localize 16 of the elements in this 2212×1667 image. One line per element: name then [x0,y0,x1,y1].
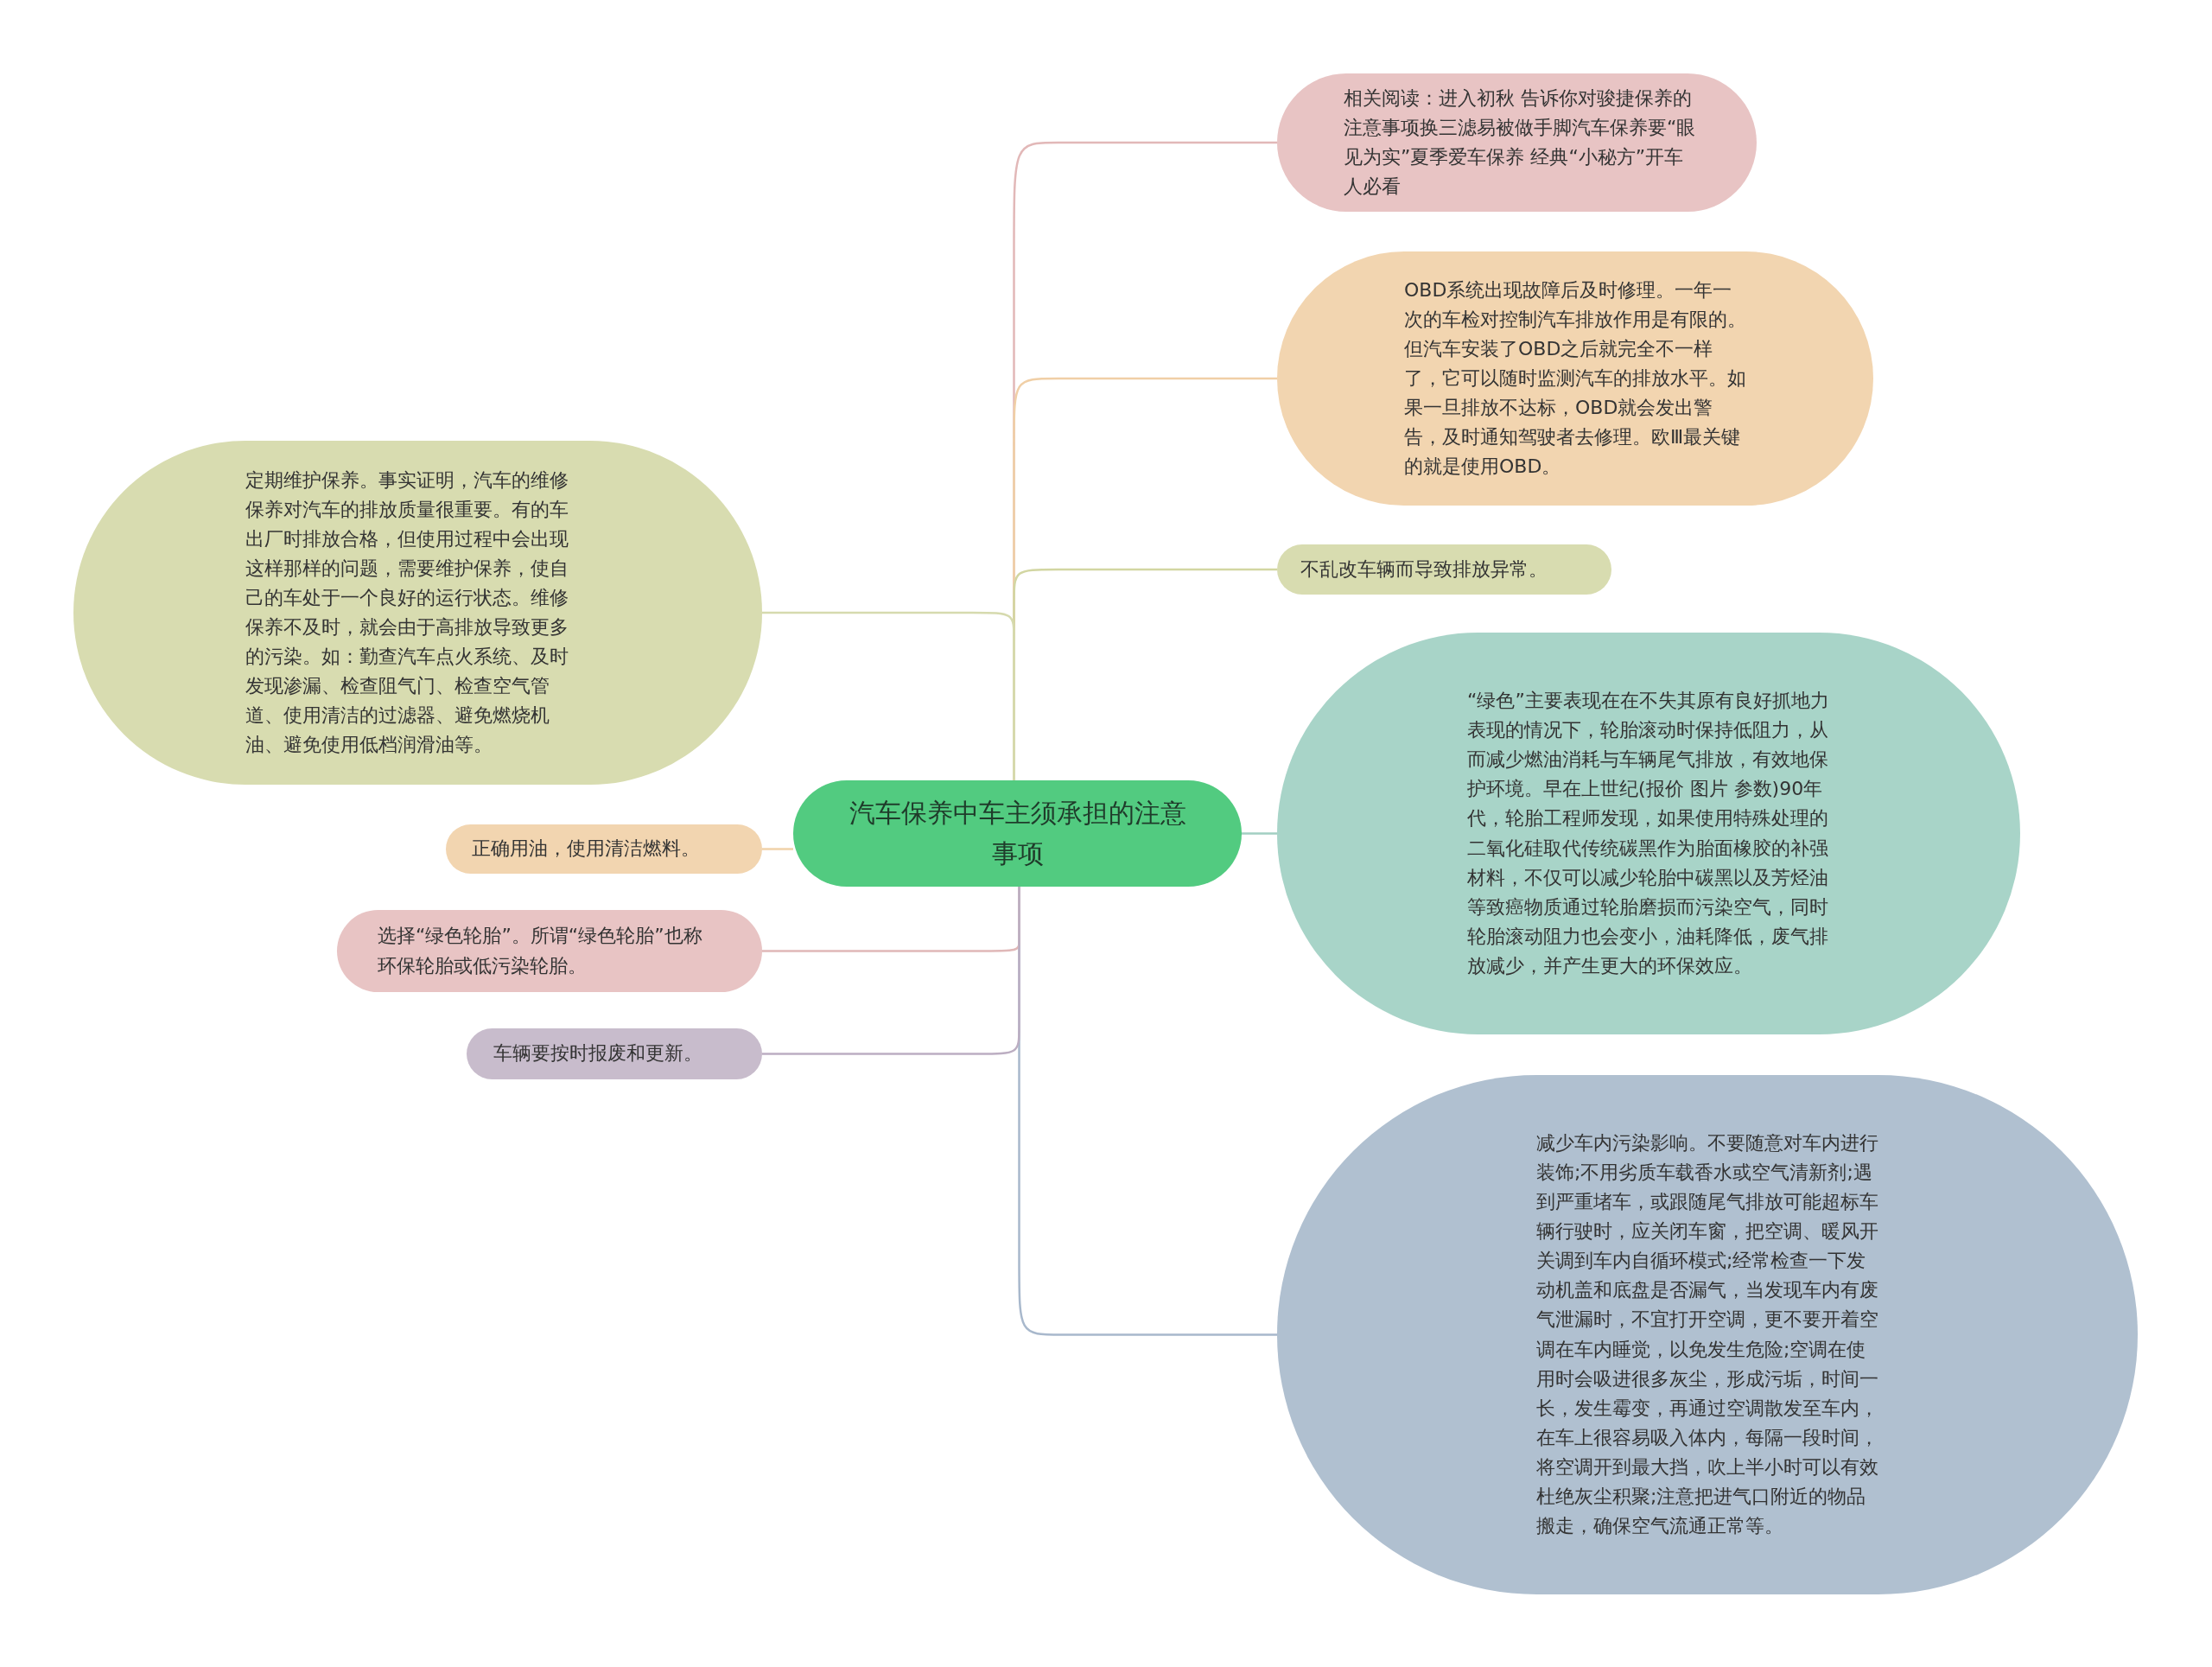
central-topic-text: 汽车保养中车主须承担的注意事项 [848,797,1187,870]
topic-box [446,824,762,874]
topic-text: 相关阅读：进入初秋 告诉你对骏捷保养的注意事项换三滤易被做手脚汽车保养要“眼见为实”夏季爱车保养 经典“小秘方”开车人必看 [1344,86,1697,200]
topic-text: 正确用油，使用清洁燃料。 [472,837,701,862]
topic-text: OBD系统出现故障后及时修理。一年一次的车检对控制汽车排放作用是有限的。但汽车安装了OBD之后就完全不一样了，它可以随时监测汽车的排放水平。如果一旦排放不达标，OBD就会发出警告，及时通知驾驶者去修理。欧Ⅲ最关键的就是使用OBD。 [1404,277,1747,480]
connector-line [762,887,1020,1055]
topic-text: “绿色”主要表现在在不失其原有良好抓地力表现的情况下，轮胎滚动时保持低阻力，从而减少燃油消耗与车辆尾气排放，有效地保护环境。早在上世纪(报价 图片 参数)90年代，轮胎工程师发现，如果使用特殊处理的二氧化硅取代传统碳黑作为胎面橡胶的补强材料，不仅可以减少轮胎中碳黑以及芳烃油等致癌物质通过轮胎磨损而污染空气，同时轮胎滚动阻力也会变小，油耗降低，废气排放减少，并产生更大的环保效应。 [1467,689,1830,978]
connector-line [762,848,793,850]
topic-text: 车辆要按时报废和更新。 [493,1041,703,1066]
topic-text: 不乱改车辆而导致排放异常。 [1300,557,1548,582]
topic-text: 减少车内污染影响。不要随意对车内进行装饰;不用劣质车载香水或空气清新剂;遇到严重堵车，或跟随尾气排放可能超标车辆行驶时，应关闭车窗，把空调、暖风开关调到车内自循环模式;经常检查一下发动机盖和底盘是否漏气，当发现车内有废气泄漏时，不宜打开空调，更不要开着空调在车内睡觉，以免发生危险;空调在使用时会吸进很多灰尘，形成污垢，时间一长，发生霉变，再通过空调散发至车内，在车上很容易吸入体内，每隔一段时间，将空调开到最大挡，吹上半小时可以有效杜绝灰尘积聚;注意把进气口附近的物品搬走，确保空气流通正常等。 [1536,1130,1879,1539]
topic-box [1277,544,1611,595]
topic-text: 选择“绿色轮胎”。所谓“绿色轮胎”也称环保轮胎或低污染轮胎。 [378,924,703,978]
connector-line [762,611,1015,780]
connector-line [1242,832,1277,835]
topic-text: 定期维护保养。事实证明，汽车的维修保养对汽车的排放质量很重要。有的车出厂时排放合格，但使用过程中会出现这样那样的问题，需要维护保养，使自己的车处于一个良好的运行状态。维修保养不及时，就会由于高排放导致更多的污染。如：勤查汽车点火系统、及时发现渗漏、检查阻气门、检查空气管道、使用清洁的过滤器、避免燃烧机油、避免使用低档润滑油等。 [245,468,569,758]
